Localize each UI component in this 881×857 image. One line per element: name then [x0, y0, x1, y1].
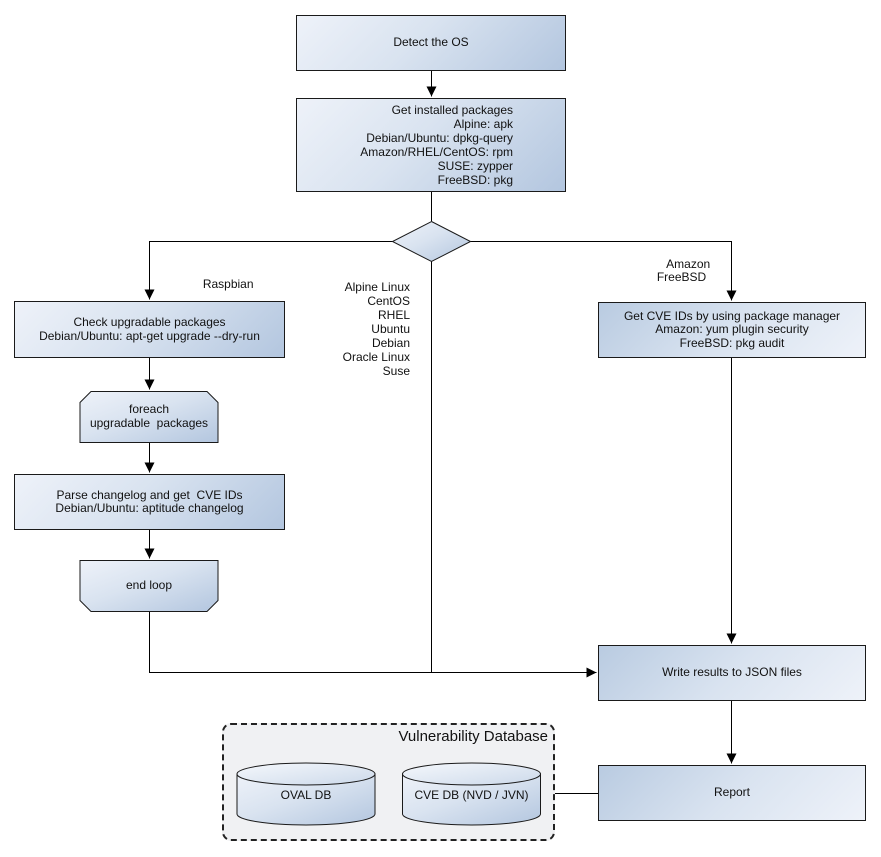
edge-label-raspbian: Raspbian: [202, 277, 254, 291]
foreach-loop-shape: [79, 391, 219, 443]
node-get-installed-packages-label: Get installed packages Alpine: apk Debia…: [360, 103, 513, 187]
end-loop-shape: [79, 560, 219, 612]
vulnerability-database-title: Vulnerability Database: [398, 728, 548, 745]
node-detect-os-label: Detect the OS: [393, 35, 469, 50]
node-check-upgradable-packages: Check upgradable packages Debian/Ubuntu:…: [14, 301, 285, 358]
node-get-installed-packages: Get installed packages Alpine: apk Debia…: [296, 98, 566, 192]
decision-diamond: [391, 220, 472, 263]
cve-db-label: CVE DB (NVD / JVN): [414, 788, 529, 803]
node-detect-os: Detect the OS: [296, 15, 566, 71]
node-parse-changelog-label: Parse changelog and get CVE IDs Debian/U…: [55, 487, 244, 515]
node-get-cve-ids-label: Get CVE IDs by using package manager Ama…: [623, 308, 841, 350]
edge-label-os-list: Alpine Linux CentOS RHEL Ubuntu Debian O…: [342, 280, 410, 378]
node-end-loop-label: end loop: [125, 577, 173, 592]
edge-decision-to-getcveids: [470, 241, 737, 301]
edge-label-amazon-freebsd: Amazon FreeBSD: [656, 256, 711, 284]
oval-db-label: OVAL DB: [280, 788, 332, 803]
node-parse-changelog: Parse changelog and get CVE IDs Debian/U…: [14, 474, 285, 530]
node-write-results-label: Write results to JSON files: [662, 665, 802, 680]
node-foreach-loop-label: foreach upgradable packages: [89, 402, 209, 430]
oval-db-cylinder: [236, 762, 376, 826]
node-report: Report: [598, 765, 866, 821]
node-check-upgradable-packages-label: Check upgradable packages Debian/Ubuntu:…: [39, 315, 260, 343]
node-get-cve-ids: Get CVE IDs by using package manager Ama…: [598, 302, 866, 358]
cve-db-cylinder: [402, 762, 541, 826]
edge-endloop-to-writeresults: [149, 611, 597, 678]
edge-decision-to-checkupgradable: [144, 241, 393, 300]
node-write-results: Write results to JSON files: [598, 645, 866, 701]
node-report-label: Report: [713, 785, 751, 800]
